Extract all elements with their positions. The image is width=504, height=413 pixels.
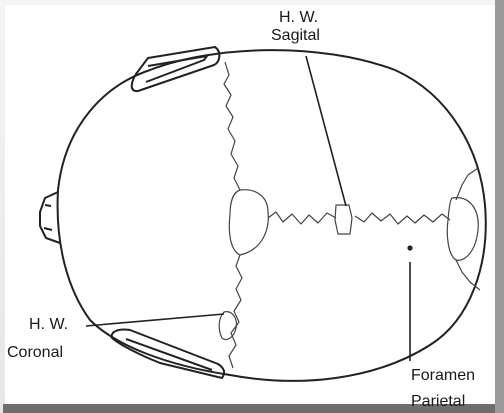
label-coronal-name: Coronal [7, 344, 63, 362]
label-foramen-name: Parietal [411, 393, 465, 411]
label-coronal-title: H. W. [29, 316, 68, 334]
label-foramen-title: Foramen [411, 367, 475, 385]
label-sagital-name: Sagital [271, 27, 320, 45]
foramen-parietal-dot [407, 245, 412, 250]
label-sagital-title: H. W. [279, 9, 318, 27]
